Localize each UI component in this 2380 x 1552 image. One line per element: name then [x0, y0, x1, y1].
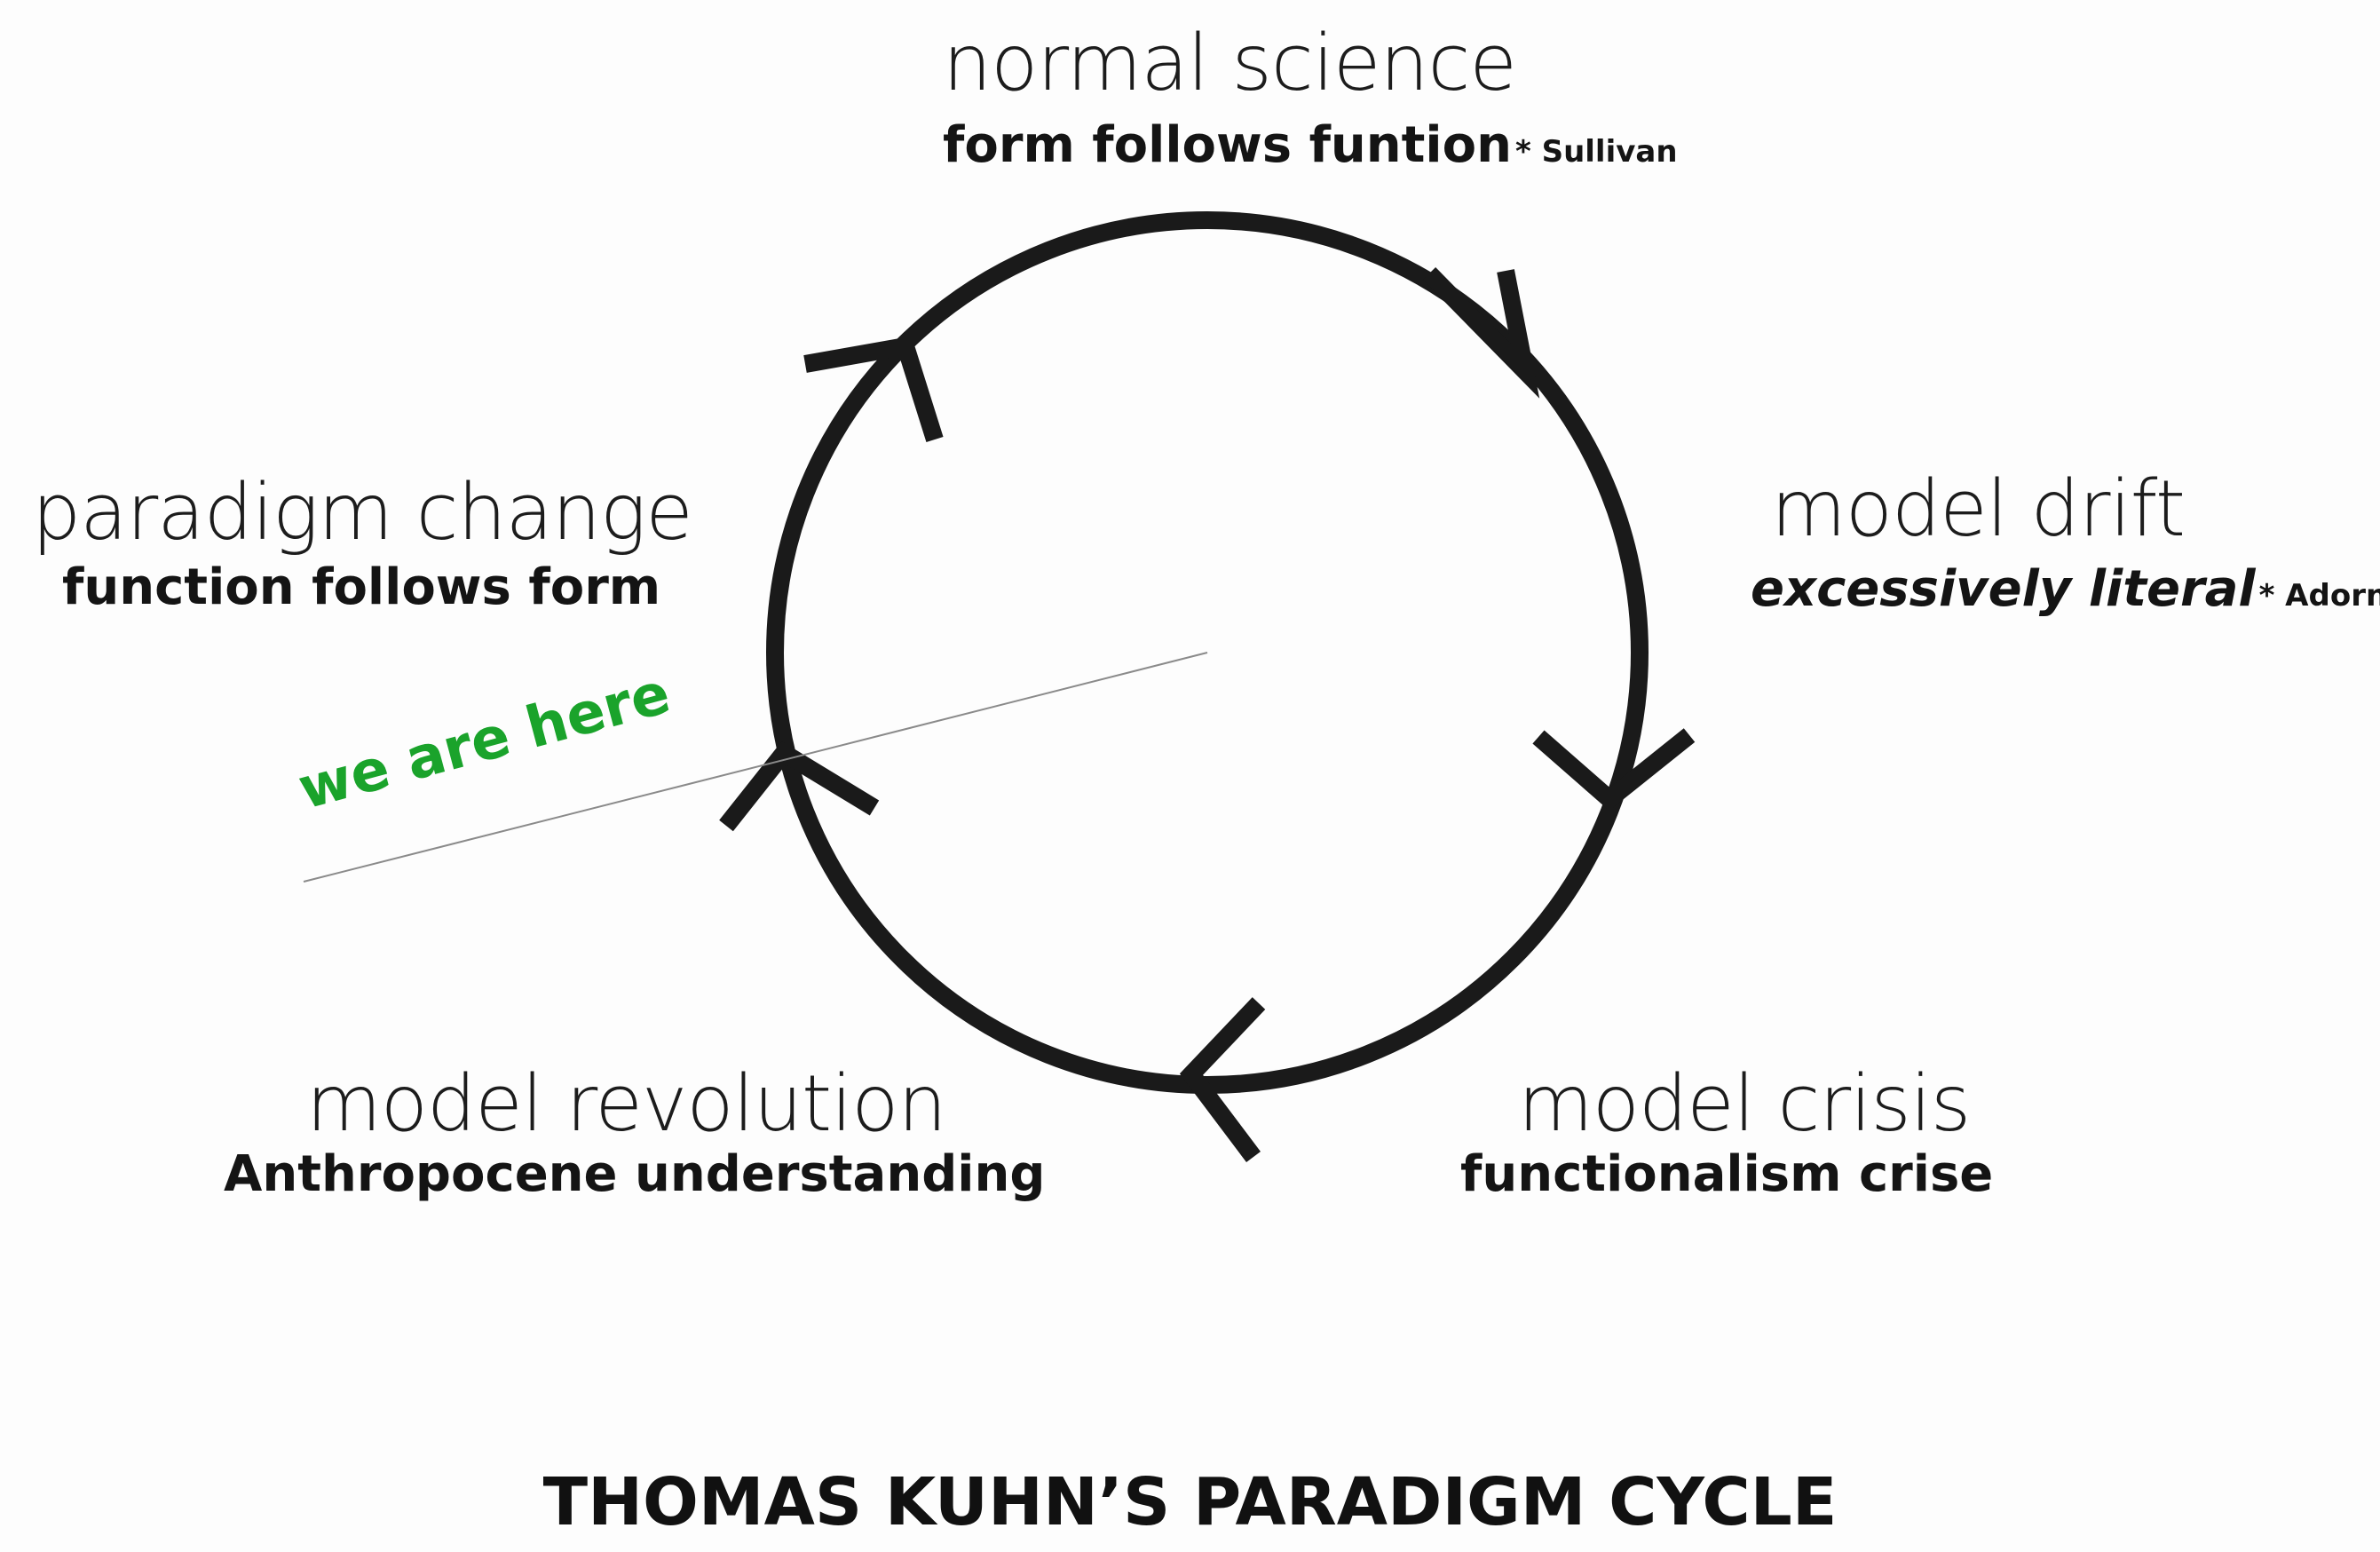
- cycle-arrow-right: [1532, 728, 1696, 812]
- stage-model-crisis-name: model crisis: [1518, 1058, 1971, 1149]
- stage-model-drift-name: model drift: [1771, 463, 2186, 554]
- stage-model-drift-subtitle-text: excessively literal: [1751, 560, 2256, 618]
- stage-normal-science-subtitle: form follows funtion* Sullivan: [943, 121, 1678, 170]
- stage-model-revolution-name: model revolution: [306, 1058, 947, 1149]
- stage-paradigm-change-name: paradigm change: [32, 467, 693, 558]
- we-are-here-pointer-line: [303, 652, 1208, 883]
- stage-normal-science-note: * Sullivan: [1514, 134, 1678, 170]
- stage-normal-science-name: normal science: [943, 18, 1517, 108]
- stage-normal-science-subtitle-text: form follows funtion: [943, 116, 1512, 174]
- stage-model-revolution-subtitle: Anthropocene understanding: [224, 1145, 1046, 1203]
- cycle-arrow-bottom: [1179, 997, 1266, 1163]
- diagram-title: THOMAS KUHN’S PARADIGM CYCLE: [542, 1464, 1838, 1540]
- stage-model-drift-note: * Adorno: [2258, 578, 2380, 614]
- cycle-arrow-top-right: [1422, 266, 1540, 399]
- stage-model-crisis-subtitle: functionalism crise: [1460, 1145, 1994, 1203]
- cycle-arrow-top-left: [803, 336, 944, 442]
- cycle-arrow-left: [719, 740, 880, 832]
- stage-paradigm-change-subtitle: function follows form: [62, 558, 661, 616]
- stage-model-drift-subtitle: excessively literal* Adorno: [1751, 565, 2380, 614]
